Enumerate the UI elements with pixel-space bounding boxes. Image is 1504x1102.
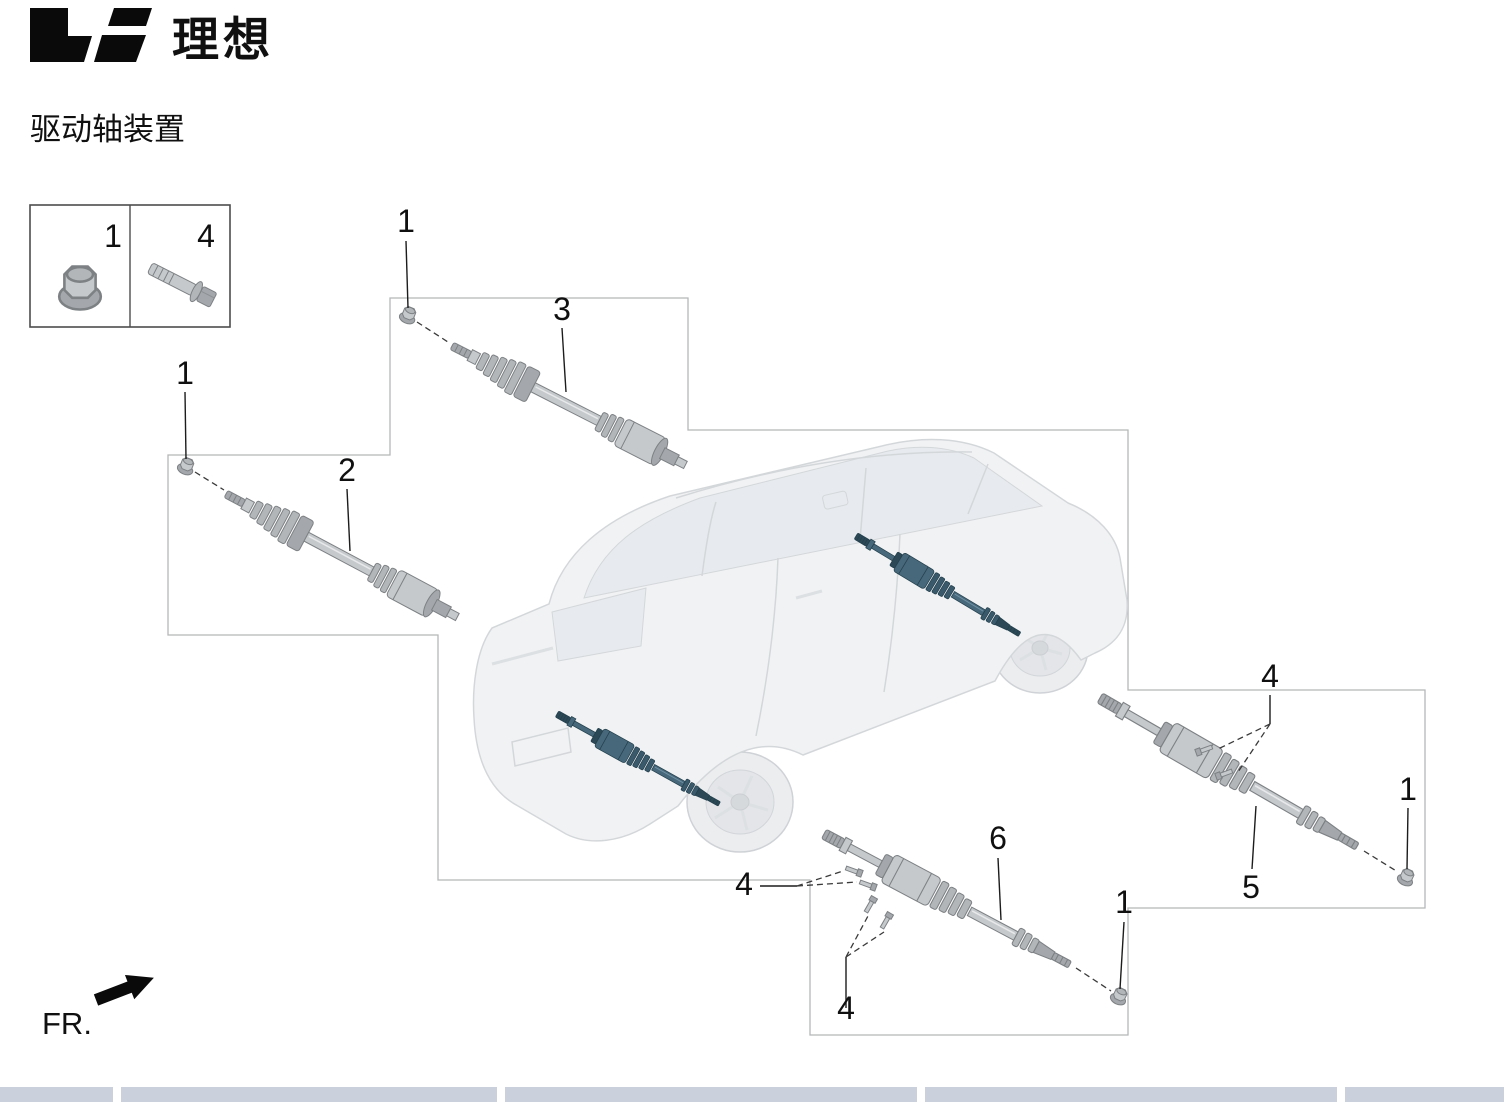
bracket-bolt [878,911,895,931]
leader-line [1406,807,1409,870]
callout-4-part6-bottom: 4 [837,990,855,1026]
footer-cell [925,1087,1337,1102]
leader-line [997,857,1002,921]
license-plate [511,727,572,767]
leader-line [184,391,187,460]
front-label: FR. [42,1006,92,1041]
rear-glass [551,587,647,662]
alignment-line [796,881,858,887]
drive-shaft-2 [217,478,467,633]
footer-cell [0,1087,113,1102]
part-6-assembly: 4 4 6 1 [735,819,1133,1026]
alignment-line [845,915,869,958]
footer-cell [121,1087,497,1102]
fasteners-legend: 1 4 [29,204,231,328]
leader-line [405,240,409,309]
front-arrow-icon [93,974,154,1006]
vehicle-ghost [472,438,1128,853]
part-group-outline [167,297,1426,1036]
footer-cell [505,1087,917,1102]
flange-bolt-icon [147,263,217,308]
callout-4-part5: 4 [1261,658,1279,694]
leader-line [1251,805,1257,870]
alignment-line [845,931,885,958]
alignment-line [1363,850,1399,873]
footer-table [0,1087,1504,1102]
leader-line [1119,921,1125,990]
leader-line [346,488,351,552]
alignment-line [194,471,225,491]
callout-1-part3: 1 [397,203,415,239]
part-3-assembly: 1 3 [397,203,694,481]
callout-3: 3 [553,291,571,327]
part-2-assembly: 1 2 [175,355,467,633]
callout-1-part6: 1 [1115,884,1133,920]
callout-1-part2: 1 [176,355,194,391]
flange-nut-icon [57,265,103,311]
callout-6: 6 [989,820,1007,856]
alignment-line [1075,967,1112,992]
callout-2: 2 [338,452,356,488]
part-5-assembly: 4 1 5 [1090,658,1418,905]
legend-label-1: 1 [104,218,122,254]
drive-shaft-3 [443,330,694,481]
bracket-bolt [844,864,864,878]
roof-sensor [822,490,849,510]
li-auto-logo-icon [30,8,152,62]
alignment-line [416,321,449,343]
callout-4-part6-side: 4 [735,866,753,902]
leader-line [561,327,567,393]
front-direction-indicator: FR. [42,974,154,1041]
alignment-line [1237,723,1271,773]
brand-name: 理想 [172,13,274,66]
callout-5: 5 [1242,869,1260,905]
footer-cell [1345,1087,1504,1102]
bracket-bolt [858,878,878,892]
hub-nut-5 [1395,865,1418,889]
drive-shaft-6 [815,819,1078,980]
legend-label-4: 4 [197,218,215,254]
alignment-line [796,870,844,887]
rear-wheel [686,751,794,853]
page-title: 驱动轴装置 [30,112,185,147]
callout-1-part5: 1 [1399,771,1417,807]
bracket-bolt [862,895,879,915]
